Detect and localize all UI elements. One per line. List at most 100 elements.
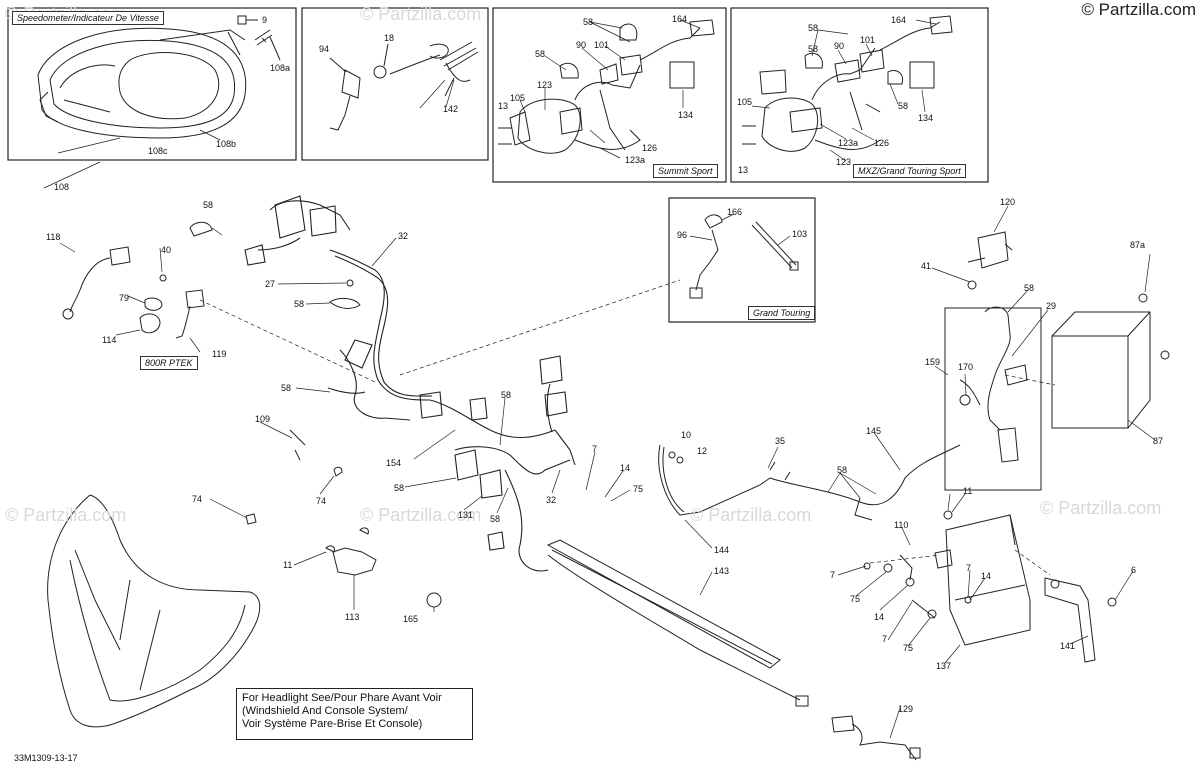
mxz-controls-icon	[742, 15, 953, 152]
part-label[interactable]: 96	[677, 230, 688, 240]
part-label[interactable]: 143	[714, 566, 730, 576]
part-label[interactable]: 58	[294, 299, 305, 309]
summit-box-title: Summit Sport	[653, 164, 718, 178]
watermark: © Partzilla.com	[690, 505, 812, 525]
part-label[interactable]: 58	[203, 200, 214, 210]
part-label[interactable]: 13	[738, 165, 749, 175]
part-label[interactable]: 75	[850, 594, 861, 604]
part-label[interactable]: 14	[620, 463, 631, 473]
part-label[interactable]: 142	[443, 104, 459, 114]
part-label[interactable]: 79	[119, 293, 130, 303]
part-label[interactable]: 108b	[216, 139, 237, 149]
summit-controls-icon	[498, 19, 715, 154]
part-label[interactable]: 134	[918, 113, 934, 123]
part-label[interactable]: 123	[836, 157, 852, 167]
part-label[interactable]: 105	[510, 93, 526, 103]
part-label[interactable]: 29	[1046, 301, 1057, 311]
grand-touring-parts-icon	[689, 214, 799, 299]
part-label[interactable]: 10	[681, 430, 692, 440]
part-label[interactable]: 14	[981, 571, 992, 581]
part-label[interactable]: 108c	[148, 146, 168, 156]
part-label[interactable]: 40	[161, 245, 172, 255]
part-label[interactable]: 6	[1131, 565, 1137, 575]
part-label[interactable]: 118	[46, 232, 61, 242]
part-label[interactable]: 58	[281, 383, 292, 393]
part-label[interactable]: 58	[808, 23, 819, 33]
part-label[interactable]: 74	[316, 496, 327, 506]
part-label[interactable]: 87a	[1130, 240, 1146, 250]
part-label[interactable]: 105	[737, 97, 753, 107]
part-label[interactable]: 58	[501, 390, 512, 400]
console-strip-icon	[546, 539, 809, 707]
part-label[interactable]: 131	[458, 510, 474, 520]
part-label[interactable]: 159	[925, 357, 941, 367]
part-label[interactable]: 108a	[270, 63, 291, 73]
part-label[interactable]: 123a	[838, 138, 859, 148]
part-label[interactable]: 101	[860, 35, 876, 45]
harness-119-icon	[175, 289, 205, 339]
part-label[interactable]: 11	[283, 560, 293, 570]
part-label[interactable]: 14	[874, 612, 885, 622]
part-label[interactable]: 108	[54, 182, 70, 192]
part-label[interactable]: 87	[1153, 436, 1164, 446]
part-label[interactable]: 119	[212, 349, 227, 359]
part-label[interactable]: 110	[894, 520, 909, 530]
main-harness-icon	[244, 195, 576, 572]
part-label[interactable]: 58	[837, 465, 848, 475]
part-label[interactable]: 126	[642, 143, 658, 153]
part-label[interactable]: 113	[345, 612, 360, 622]
part-label[interactable]: 32	[398, 231, 409, 241]
part-label[interactable]: 170	[958, 362, 974, 372]
part-label[interactable]: 75	[903, 643, 914, 653]
part-label[interactable]: 41	[921, 261, 932, 271]
part-label[interactable]: 134	[678, 110, 694, 120]
part-label[interactable]: 18	[384, 33, 395, 43]
part-label[interactable]: 7	[882, 634, 888, 644]
part-label[interactable]: 75	[633, 484, 644, 494]
part-label[interactable]: 11	[963, 486, 973, 496]
watermark: © Partzilla.com	[5, 505, 127, 525]
part-label[interactable]: 126	[874, 138, 890, 148]
part-label[interactable]: 7	[830, 570, 836, 580]
part-label[interactable]: 58	[898, 101, 909, 111]
part-label[interactable]: 7	[966, 563, 972, 573]
part-label[interactable]: 123a	[625, 155, 646, 165]
part-label[interactable]: 13	[498, 101, 509, 111]
part-label[interactable]: 141	[1060, 641, 1076, 651]
part-label[interactable]: 58	[583, 17, 594, 27]
part-label[interactable]: 145	[866, 426, 882, 436]
part-label[interactable]: 144	[714, 545, 730, 555]
part-label[interactable]: 114	[102, 335, 117, 345]
part-label[interactable]: 120	[1000, 197, 1016, 207]
part-label[interactable]: 166	[727, 207, 743, 217]
part-label[interactable]: 164	[672, 14, 688, 24]
part-label[interactable]: 165	[403, 614, 419, 624]
part-label[interactable]: 58	[1024, 283, 1035, 293]
headlight-icon	[47, 494, 261, 728]
part-label[interactable]: 90	[576, 40, 587, 50]
part-label[interactable]: 58	[394, 483, 405, 493]
part-label[interactable]: 123	[537, 80, 553, 90]
part-label[interactable]: 58	[490, 514, 501, 524]
part-label[interactable]: 32	[546, 495, 557, 505]
part-label[interactable]: 12	[697, 446, 708, 456]
part-label[interactable]: 35	[775, 436, 786, 446]
headlight-note: For Headlight See/Pour Phare Avant Voir …	[236, 688, 473, 740]
part-label[interactable]: 129	[898, 704, 914, 714]
part-label[interactable]: 58	[808, 44, 819, 54]
part-label[interactable]: 101	[594, 40, 610, 50]
note-line-2: (Windshield And Console System/	[242, 705, 408, 717]
part-label[interactable]: 74	[192, 494, 203, 504]
part-label[interactable]: 7	[592, 444, 598, 454]
part-label[interactable]: 154	[386, 458, 402, 468]
part-label[interactable]: 109	[255, 414, 271, 424]
part-label[interactable]: 103	[792, 229, 808, 239]
part-label[interactable]: 137	[936, 661, 952, 671]
part-label[interactable]: 164	[891, 15, 907, 25]
part-label[interactable]: 27	[265, 279, 276, 289]
part-label[interactable]: 58	[535, 49, 546, 59]
part-label[interactable]: 94	[319, 44, 330, 54]
part-label[interactable]: 90	[834, 41, 845, 51]
part-label[interactable]: 9	[262, 15, 268, 25]
